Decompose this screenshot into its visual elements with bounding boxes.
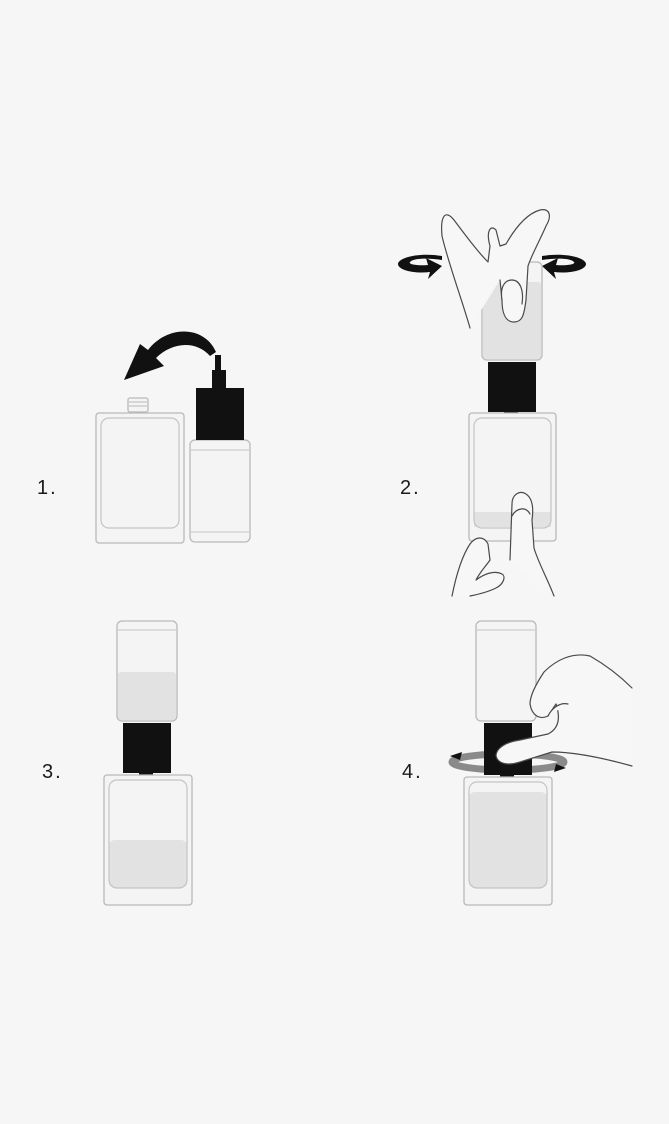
- step-2: 2.: [398, 209, 586, 597]
- step-3-number: 3.: [42, 761, 63, 783]
- rotate-arrows-icon: [398, 254, 586, 279]
- step-1-number: 1.: [37, 477, 58, 499]
- hand-icon: [451, 491, 555, 597]
- step-4-number: 4.: [402, 761, 423, 783]
- perfume-bottle: [103, 774, 193, 906]
- hand-icon: [441, 209, 550, 329]
- step-1: 1.: [37, 331, 251, 544]
- refill-bottle: [189, 355, 251, 543]
- perfume-bottle: [463, 776, 553, 906]
- step-2-number: 2.: [400, 477, 421, 499]
- hand-icon: [495, 654, 633, 767]
- step-4: 4.: [402, 620, 633, 906]
- curved-arrow-icon: [124, 331, 216, 380]
- empty-bottle: [95, 397, 185, 544]
- refill-bottle-inverted: [475, 620, 537, 722]
- refill-cap: [196, 388, 244, 440]
- step-3: 3.: [42, 620, 193, 906]
